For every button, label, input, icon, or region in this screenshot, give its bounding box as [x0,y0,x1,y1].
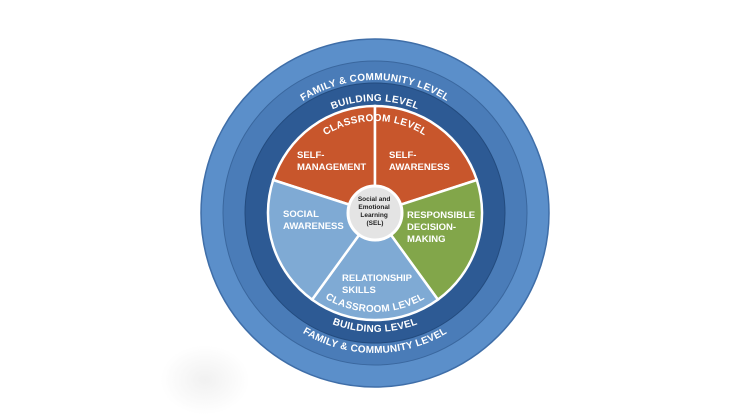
sel-center-circle [346,184,404,242]
segment-self-awareness [373,104,479,215]
self-awareness-label: SELF- AWARENESS [389,150,450,173]
self-management-label: SELF- MANAGEMENT [297,150,366,173]
segment-relationship-skills [310,210,440,322]
responsible-decision-making-label: RESPONSIBLE DECISION- MAKING [407,210,478,245]
background-shadow [160,345,250,415]
sel-center-label: Social and Emotional Learning (SEL) [358,196,392,227]
segment-self-management [271,104,377,215]
social-awareness-label: SOCIAL AWARENESS [283,209,344,232]
relationship-skills-label: RELATIONSHIP SKILLS [342,273,415,296]
